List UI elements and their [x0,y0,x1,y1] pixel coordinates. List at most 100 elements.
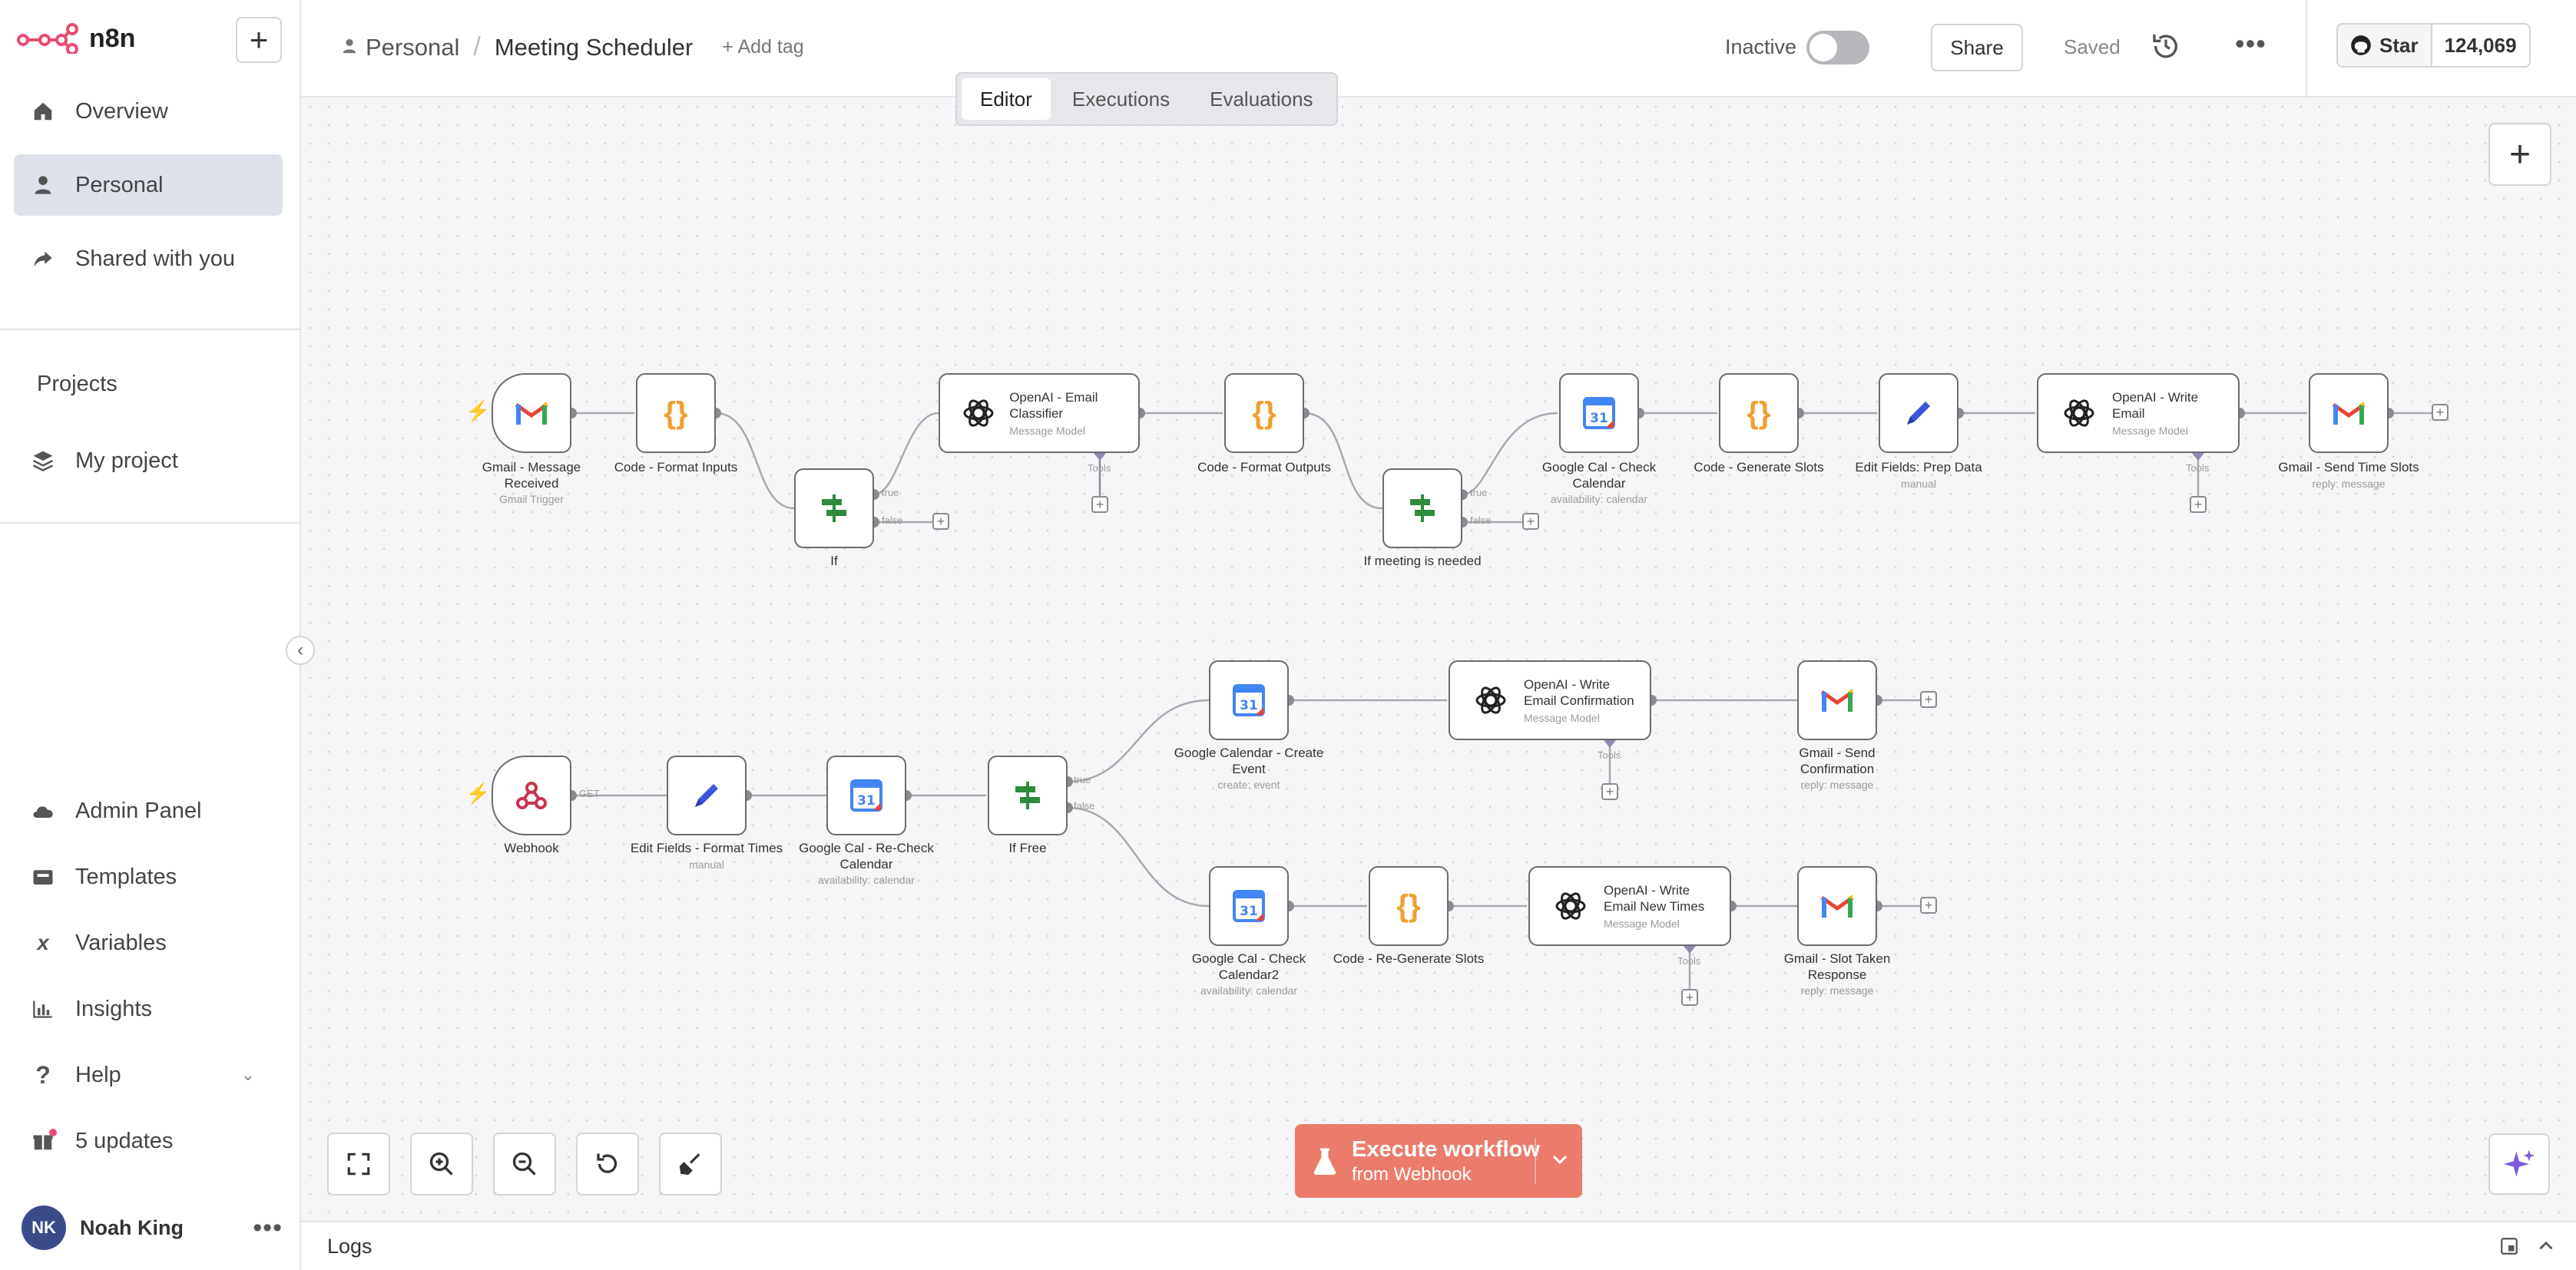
node-google-cal-check-calendar2[interactable]: 31 [1209,866,1289,946]
zoom-in-icon [429,1152,453,1176]
node-gmail-slot-taken[interactable] [1797,866,1877,946]
node-gmail-send-time-slots[interactable] [2309,373,2389,453]
user-options-icon[interactable]: ••• [253,1212,283,1242]
get-handle-label: GET [579,788,600,799]
add-tool-plus[interactable]: + [2190,496,2207,513]
reset-zoom-button[interactable] [576,1133,639,1196]
node-if-free[interactable] [988,756,1068,835]
more-options-icon[interactable]: ••• [2235,28,2266,59]
gift-icon [29,1127,57,1155]
add-tool-plus[interactable]: + [1091,496,1108,513]
node-label: Gmail - Send Confirmation [1799,746,1876,776]
node-code-format-inputs[interactable]: {} [636,373,716,453]
project-my-project[interactable]: My project [14,430,283,491]
node-webhook[interactable] [492,756,571,835]
add-node-plus[interactable]: + [1522,513,1539,530]
create-new-button[interactable]: + [236,17,282,63]
nav-personal[interactable]: Personal [14,154,283,216]
add-node-plus[interactable]: + [1920,897,1937,914]
breadcrumb-separator: / [473,32,481,61]
node-edit-fields-format-times[interactable] [667,756,747,835]
gmail-icon [512,394,551,432]
openai-icon [962,394,995,432]
nav-updates[interactable]: 5 updates [14,1110,283,1172]
nav-admin-panel[interactable]: Admin Panel [14,780,283,842]
popout-icon[interactable] [2499,1236,2519,1262]
node-subtitle: Message Model [2112,425,2188,437]
chevron-up-icon[interactable] [2536,1236,2556,1262]
nav-insights[interactable]: Insights [14,978,283,1040]
nav-templates[interactable]: Templates [14,846,283,908]
ai-assistant-button[interactable] [2488,1133,2550,1195]
nav-shared[interactable]: Shared with you [14,228,283,289]
node-code-regenerate-slots[interactable]: {} [1369,866,1449,946]
zoom-out-button[interactable] [493,1133,556,1196]
execute-workflow-button[interactable]: Execute workflow from Webhook [1295,1124,1582,1198]
active-toggle[interactable] [1806,31,1869,64]
tools-handle-label: Tools [1088,462,1111,474]
avatar: NK [22,1206,66,1250]
google-calendar-icon: 31 [847,776,886,815]
tab-evaluations[interactable]: Evaluations [1210,87,1313,111]
github-star[interactable]: Star [2338,25,2432,66]
true-handle-label: true [1074,774,1091,785]
nav-overview[interactable]: Overview [14,81,283,142]
share-button[interactable]: Share [1931,24,2023,71]
trigger-bolt-icon: ⚡ [465,782,491,805]
breadcrumb-project[interactable]: Personal [366,33,460,61]
nav-help[interactable]: ? Help ⌄ [14,1044,283,1106]
layers-icon [29,447,57,475]
node-code-format-outputs[interactable]: {} [1224,373,1304,453]
zoom-in-button[interactable] [410,1133,473,1196]
logs-panel[interactable]: Logs [301,1221,2576,1270]
add-tool-plus[interactable]: + [1601,783,1618,800]
nav-variables[interactable]: x Variables [14,912,283,974]
add-node-plus[interactable]: + [1920,691,1937,708]
brand-name: n8n [89,23,136,53]
node-gmail-send-confirmation[interactable] [1797,660,1877,740]
user-icon [341,34,358,61]
history-icon[interactable] [2151,31,2181,61]
node-gmail-trigger[interactable] [492,373,571,453]
node-label: Gmail - Slot Taken Response [1783,951,1891,982]
code-braces-icon: {} [664,395,688,430]
node-google-cal-recheck[interactable]: 31 [826,756,906,835]
user-menu[interactable]: NK Noah King ••• [22,1204,283,1252]
connection [1462,412,1558,496]
node-google-calendar-create-event[interactable]: 31 [1209,660,1289,740]
collapse-sidebar-button[interactable]: ‹ [286,636,315,665]
tab-editor[interactable]: Editor [962,78,1051,120]
google-calendar-icon: 31 [1230,887,1268,925]
breadcrumb: Personal / Meeting Scheduler + Add tag [341,32,804,62]
add-node-plus[interactable]: + [2432,404,2449,421]
node-openai-write-new-times[interactable]: OpenAI - Write Email New Times Message M… [1528,866,1731,946]
execute-subtitle: from Webhook [1352,1163,1472,1185]
tidy-up-button[interactable] [659,1133,722,1196]
node-if-meeting-needed[interactable] [1382,468,1462,548]
node-subtitle: Message Model [1009,425,1086,437]
node-label: If [830,554,838,568]
node-edit-fields-prep-data[interactable] [1879,373,1958,453]
node-google-cal-check[interactable]: 31 [1559,373,1639,453]
brand[interactable]: n8n [17,23,135,54]
node-openai-write-email[interactable]: OpenAI - Write Email Message Model [2037,373,2240,453]
node-openai-email-classifier[interactable]: OpenAI - Email Classifier Message Model [939,373,1140,453]
node-subtitle: manual [689,858,724,871]
add-node-plus[interactable]: + [932,513,949,530]
add-node-button[interactable]: + [2488,123,2551,186]
github-star-button[interactable]: Star 124,069 [2336,23,2531,68]
chevron-down-icon[interactable] [1551,1149,1568,1170]
node-code-generate-slots[interactable]: {} [1719,373,1799,453]
tab-executions[interactable]: Executions [1071,87,1170,111]
node-label: If meeting is needed [1363,554,1482,568]
workflow-canvas[interactable] [301,98,2576,1221]
add-tool-plus[interactable]: + [1681,989,1698,1006]
workflow-name[interactable]: Meeting Scheduler [494,33,694,61]
node-if[interactable] [794,468,874,548]
node-label: Edit Fields: Prep Data [1855,460,1982,475]
node-label: Google Calendar - Create Event [1174,746,1324,776]
fit-view-button[interactable] [327,1133,390,1196]
node-openai-write-confirmation[interactable]: OpenAI - Write Email Confirmation Messag… [1449,660,1651,740]
add-tag-button[interactable]: + Add tag [722,36,804,58]
github-star-label: Star [2379,33,2419,57]
